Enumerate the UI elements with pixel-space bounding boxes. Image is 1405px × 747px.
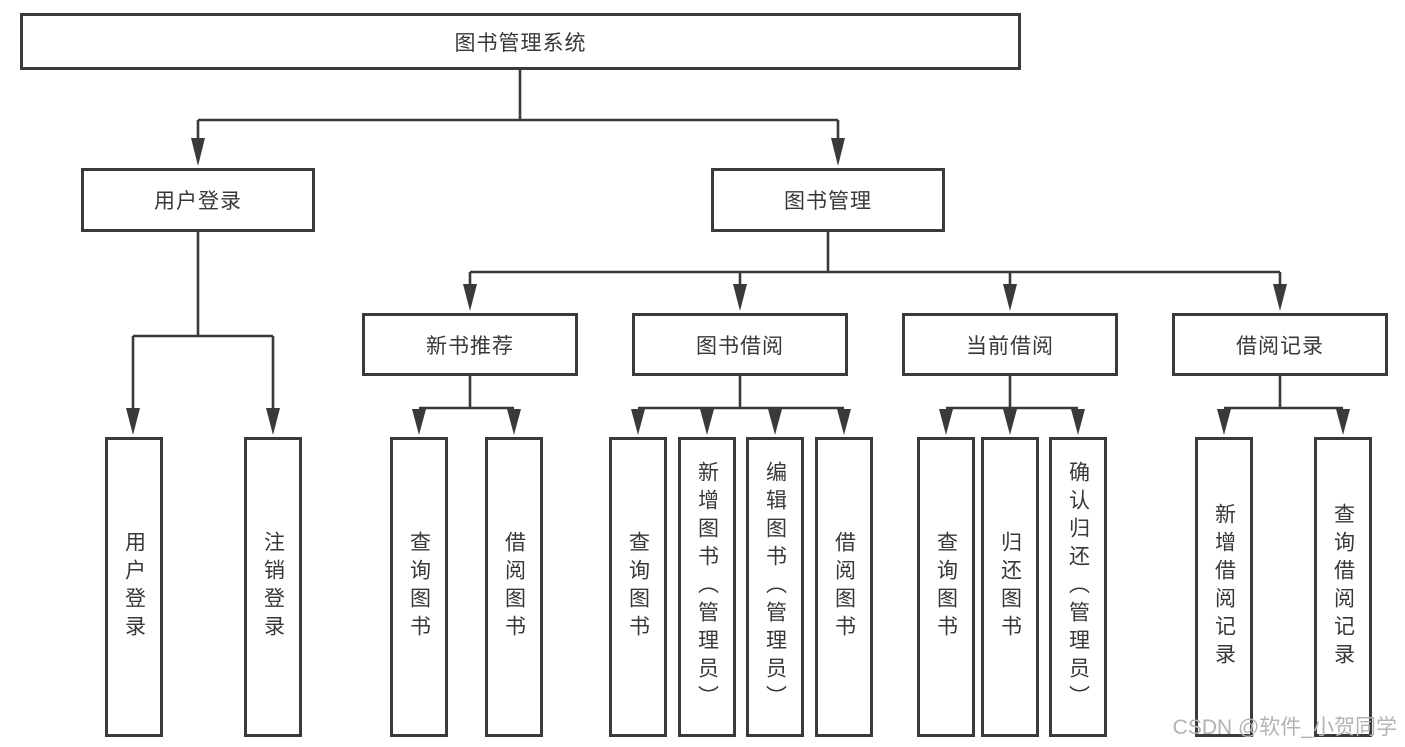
leaf-logout: 注销登录 [244, 437, 302, 737]
arrow-down-icon [939, 409, 953, 435]
leaf-query-borrow-record: 查询借阅记录 [1314, 437, 1372, 737]
arrow-down-icon [837, 409, 851, 435]
arrow-down-icon [631, 409, 645, 435]
leaf-return-books: 归还图书 [981, 437, 1039, 737]
arrow-down-icon [266, 408, 280, 435]
connector-new-book-recommend-children [412, 376, 521, 435]
arrow-down-icon [1071, 409, 1085, 435]
arrow-down-icon [191, 138, 205, 166]
leaf-add-borrow-record: 新增借阅记录 [1195, 437, 1253, 737]
connector-book-management-children [463, 232, 1287, 311]
leaf-query-books: 查询图书 [609, 437, 667, 737]
node-current-borrowing: 当前借阅 [902, 313, 1118, 376]
node-book-management: 图书管理 [711, 168, 945, 232]
watermark: CSDN @软件_小贺同学 [1172, 716, 1397, 739]
arrow-down-icon [733, 284, 747, 311]
leaf-query-books: 查询图书 [390, 437, 448, 737]
leaf-edit-book-admin: 编辑图书（管理员） [746, 437, 804, 737]
leaf-user-login: 用户登录 [105, 437, 163, 737]
node-root-title: 图书管理系统 [20, 13, 1021, 70]
arrow-down-icon [1273, 284, 1287, 311]
arrow-down-icon [463, 284, 477, 311]
connector-borrowing-records-children [1217, 376, 1350, 435]
connector-current-borrowing-children [939, 376, 1085, 435]
node-new-book-recommend: 新书推荐 [362, 313, 578, 376]
node-user-login: 用户登录 [81, 168, 315, 232]
connector-user-login-children [126, 232, 280, 435]
arrow-down-icon [126, 408, 140, 435]
arrow-down-icon [700, 409, 714, 435]
arrow-down-icon [1003, 409, 1017, 435]
connector-root-to-level2 [191, 70, 845, 166]
leaf-borrow-books: 借阅图书 [815, 437, 873, 737]
arrow-down-icon [1336, 409, 1350, 435]
arrow-down-icon [412, 409, 426, 435]
leaf-query-books: 查询图书 [917, 437, 975, 737]
arrow-down-icon [831, 138, 845, 166]
arrow-down-icon [1217, 409, 1231, 435]
leaf-borrow-books: 借阅图书 [485, 437, 543, 737]
leaf-add-book-admin: 新增图书（管理员） [678, 437, 736, 737]
leaf-confirm-return-admin: 确认归还（管理员） [1049, 437, 1107, 737]
arrow-down-icon [507, 409, 521, 435]
arrow-down-icon [1003, 284, 1017, 311]
node-book-borrowing: 图书借阅 [632, 313, 848, 376]
arrow-down-icon [768, 409, 782, 435]
node-borrowing-records: 借阅记录 [1172, 313, 1388, 376]
connector-book-borrowing-children [631, 376, 851, 435]
